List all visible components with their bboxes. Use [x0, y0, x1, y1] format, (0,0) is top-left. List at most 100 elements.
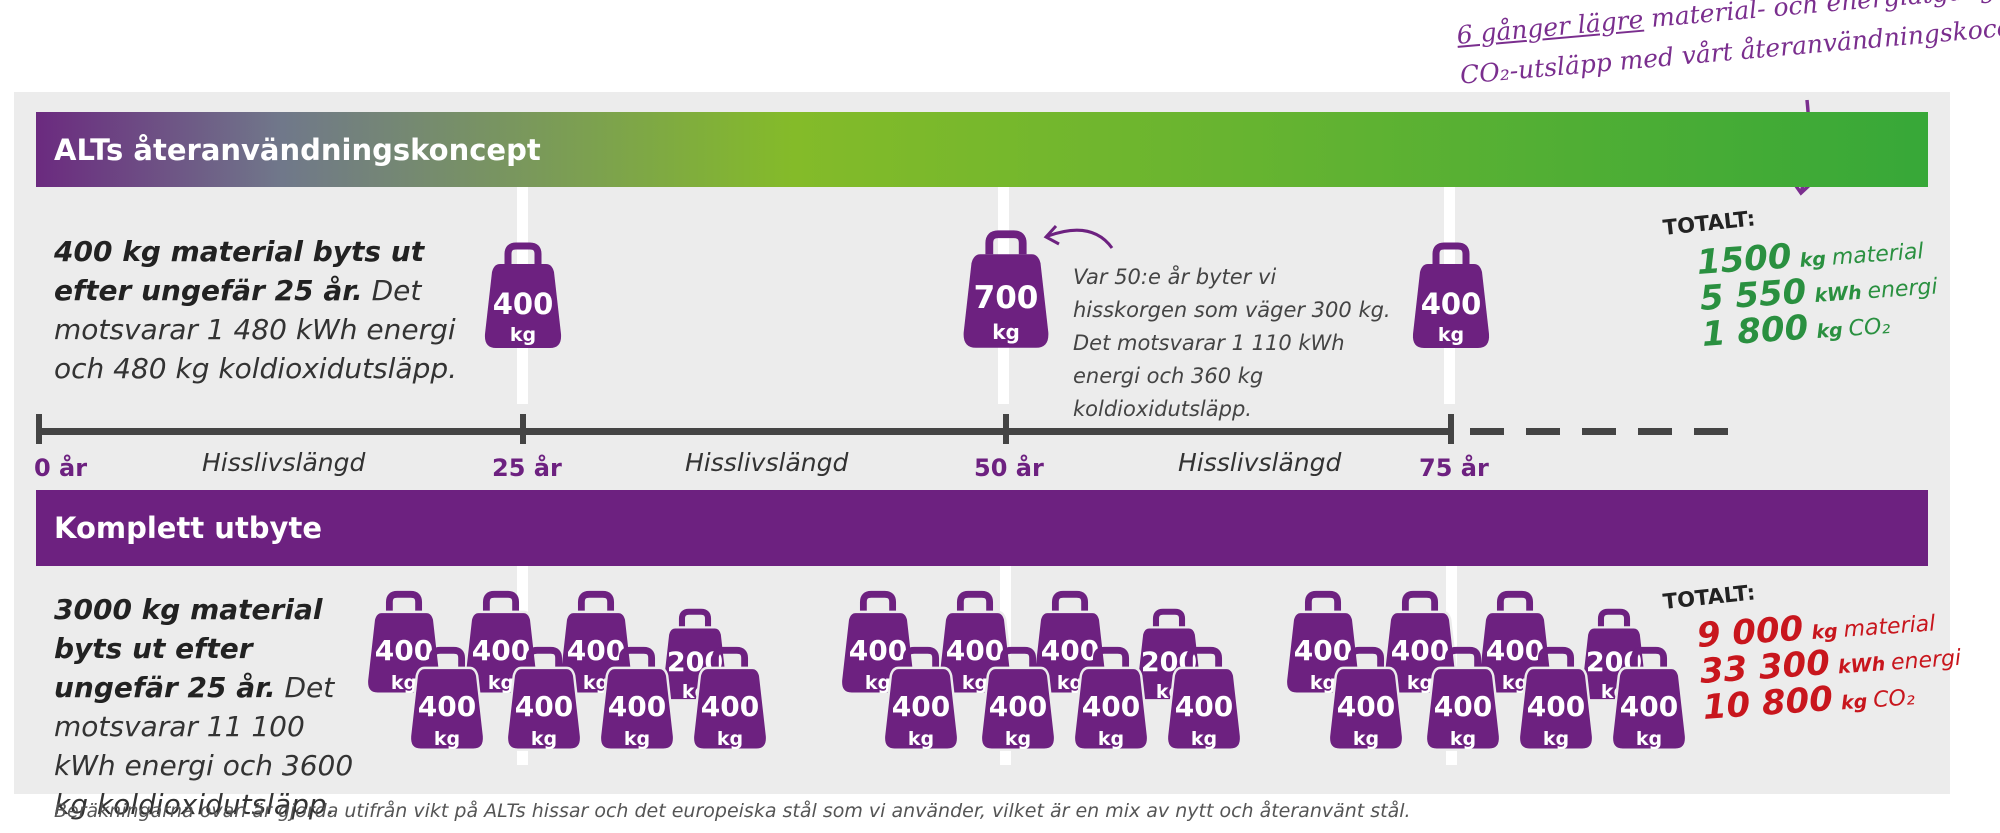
weight-unit: kg [1097, 728, 1125, 750]
kettlebell-shape [963, 230, 1049, 348]
timeline-dash [1526, 428, 1560, 435]
weight-value: 400 [1526, 690, 1586, 723]
weight-icon: 400 kg [484, 242, 562, 350]
weight-unit: kg [623, 728, 651, 750]
weight-unit: kg [1056, 672, 1084, 694]
weight-unit: kg [433, 728, 461, 750]
weight-unit: kg [864, 672, 892, 694]
kettlebell-shape [1424, 646, 1502, 751]
kettlebell-shape [505, 646, 583, 751]
reuse-description: 400 kg material byts ut efter ungefär 25… [54, 232, 464, 388]
weight-value: 400 [471, 634, 531, 667]
timeline-axis [38, 428, 1452, 435]
weight-unit: kg [1635, 728, 1663, 750]
weight-value: 400 [1619, 690, 1679, 723]
timeline-tick [1003, 414, 1009, 444]
weight-value: 400 [417, 690, 477, 723]
weight-value: 400 [891, 690, 951, 723]
total-unit: kg [1815, 319, 1844, 343]
weight-value: 400 [945, 634, 1005, 667]
kettlebell-shape [691, 646, 769, 751]
weight-value: 400 [1485, 634, 1545, 667]
weight-icon: 400 kg [1072, 646, 1150, 752]
timeline-dash [1582, 428, 1616, 435]
total-label: CO₂ [1872, 685, 1916, 714]
weight-value: 400 [1081, 690, 1141, 723]
kettlebell-shape [1412, 242, 1490, 348]
year-label: 50 år [974, 454, 1044, 482]
reuse-concept-title: ALTs återanvändningskoncept [54, 132, 541, 167]
total-unit: kg [1840, 690, 1869, 715]
weight-unit: kg [992, 320, 1020, 344]
footnote: Beräkningarna ovan är gjorda utifrån vik… [54, 800, 1411, 822]
timeline-tick [1448, 414, 1454, 444]
weight-unit: kg [1352, 728, 1380, 750]
full-description-bold: 3000 kg material byts ut efter ungefär 2… [54, 593, 323, 704]
weight-icon: 700 kg [962, 230, 1050, 350]
full-description: 3000 kg material byts ut efter ungefär 2… [54, 590, 374, 824]
weight-value: 400 [700, 690, 760, 723]
weight-value: 400 [607, 690, 667, 723]
weight-value: 400 [988, 690, 1048, 723]
weight-value: 400 [1040, 634, 1100, 667]
weight-icon: 400 kg [408, 646, 486, 752]
timeline-dash [1694, 428, 1728, 435]
kettlebell-shape [484, 242, 562, 348]
kettlebell-shape [598, 646, 676, 751]
weight-icon: 400 kg [979, 646, 1057, 752]
timeline-tick [520, 414, 526, 444]
timeline-dash [1638, 428, 1672, 435]
weight-unit: kg [530, 728, 558, 750]
kettlebell-shape [1165, 646, 1243, 751]
weight-unit: kg [1406, 672, 1434, 694]
total-unit: kg [1810, 620, 1839, 644]
weight-value: 400 [492, 287, 554, 321]
weight-unit: kg [390, 672, 418, 694]
total-label: CO₂ [1847, 313, 1891, 342]
weight-unit: kg [509, 324, 537, 346]
total-label: energi [1866, 274, 1939, 305]
reuse-description-rest: Det motsvarar 1 480 kWh energi och 480 k… [54, 274, 458, 385]
weight-unit: kg [1004, 728, 1032, 750]
full-replacement-banner: Komplett utbyte [36, 490, 1928, 566]
weight-icon: 400 kg [1610, 646, 1688, 752]
curved-arrow-icon [1043, 224, 1114, 249]
timeline-tick [36, 414, 42, 444]
weight-value: 700 [973, 280, 1039, 316]
year-label: 25 år [492, 454, 562, 482]
weight-value: 400 [1390, 634, 1450, 667]
weight-unit: kg [1501, 672, 1529, 694]
cabin-note: Var 50:e år byter vi hisskorgen som väge… [1073, 265, 1391, 421]
kettlebell-shape [1072, 646, 1150, 751]
reuse-description-bold: 400 kg material byts ut efter ungefär 25… [54, 235, 425, 307]
full-replacement-title: Komplett utbyte [54, 511, 322, 545]
weight-unit: kg [582, 672, 610, 694]
kettlebell-shape [979, 646, 1057, 751]
weight-unit: kg [1449, 728, 1477, 750]
weight-value: 400 [374, 634, 434, 667]
kettlebell-shape [1517, 646, 1595, 751]
weight-value: 400 [1174, 690, 1234, 723]
lifespan-label: Hisslivslängd [685, 448, 849, 477]
kettlebell-shape [408, 646, 486, 751]
kettlebell-shape [1610, 646, 1688, 751]
weight-unit: kg [1437, 324, 1465, 346]
weight-unit: kg [1309, 672, 1337, 694]
weight-value: 400 [1420, 287, 1482, 321]
weight-unit: kg [961, 672, 989, 694]
total-value: 1 800 [1700, 307, 1810, 355]
total-unit: kg [1798, 248, 1827, 272]
weight-value: 400 [848, 634, 908, 667]
kettlebell-shape [1327, 646, 1405, 751]
weight-value: 400 [1293, 634, 1353, 667]
handwritten-note: 6 gånger lägre material- och energiåtgån… [1455, 0, 2000, 96]
total-label: energi [1890, 645, 1962, 676]
full-description-rest: Det motsvarar 11 100 kWh energi och 3600… [54, 671, 354, 821]
reuse-concept-banner: ALTs återanvändningskoncept [36, 112, 1928, 187]
